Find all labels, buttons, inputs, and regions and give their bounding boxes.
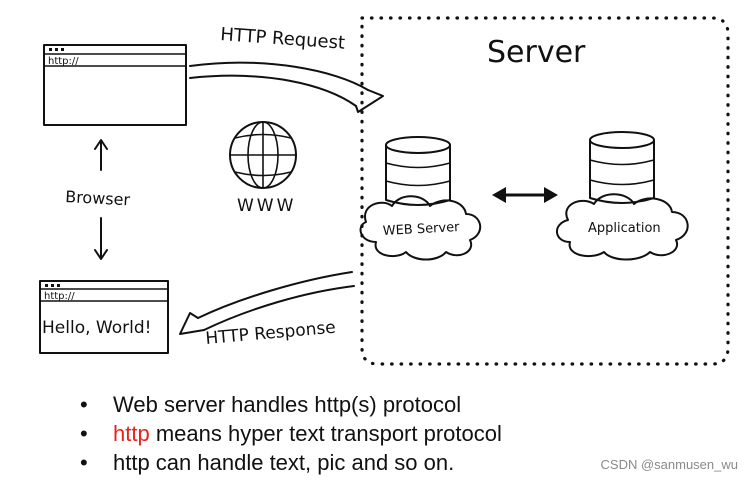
application-database-icon <box>589 131 655 204</box>
globe-icon <box>229 121 297 189</box>
bullet-item: • http means hyper text transport protoc… <box>72 419 502 448</box>
browser-window-bottom: http:// Hello, World! <box>39 280 169 354</box>
bullet-text: means hyper text transport protocol <box>149 421 502 446</box>
server-title: Server <box>487 35 586 70</box>
address-bar-bottom: http:// <box>44 291 75 302</box>
application-label: Application <box>588 221 661 236</box>
bullet-item: • Web server handles http(s) protocol <box>72 390 502 419</box>
hello-world-text: Hello, World! <box>42 318 151 338</box>
web-server-label: WEB Server <box>382 220 460 239</box>
http-request-label: HTTP Request <box>220 24 346 54</box>
bullet-dot: • <box>80 392 88 417</box>
bullet-dot: • <box>80 421 88 446</box>
response-arrow <box>179 271 355 335</box>
address-bar-top: http:// <box>48 56 79 67</box>
browser-window-top: http:// <box>43 44 187 126</box>
double-arrow <box>492 187 558 203</box>
www-label: WWW <box>237 196 296 216</box>
web-server-cloud <box>359 195 481 261</box>
application-cloud <box>556 193 689 261</box>
bullet-text: http can handle text, pic and so on. <box>113 450 455 475</box>
server-boundary <box>360 16 730 366</box>
browser-label: Browser <box>65 187 131 209</box>
web-server-database-icon <box>385 136 451 206</box>
bullet-list: • Web server handles http(s) protocol • … <box>72 390 502 477</box>
bullet-keyword-http: http <box>113 421 150 446</box>
browser-arrows <box>94 139 108 260</box>
watermark-credit: CSDN @sanmusen_wu <box>600 457 738 472</box>
bullet-dot: • <box>80 450 88 475</box>
bullet-text: Web server handles http(s) protocol <box>113 392 462 417</box>
bullet-item: • http can handle text, pic and so on. <box>72 448 502 477</box>
request-arrow <box>189 61 384 113</box>
http-response-label: HTTP Response <box>205 318 337 349</box>
